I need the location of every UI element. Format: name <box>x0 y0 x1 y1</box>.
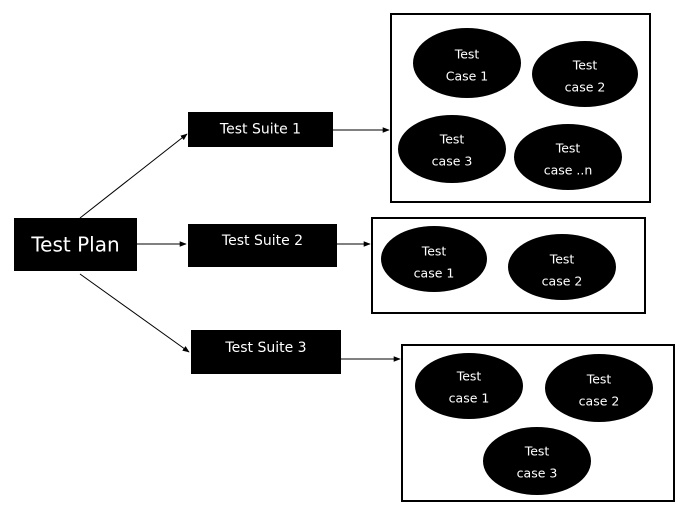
test-plan-label: Test Plan <box>30 233 119 257</box>
test-case-ellipse <box>483 427 591 495</box>
test-case-label-line1: Test <box>549 252 575 267</box>
test-case-label-line2: case 1 <box>449 391 490 406</box>
test-case-ellipse <box>381 226 487 292</box>
edge-plan-to-suite-1 <box>79 133 188 219</box>
test-case-label-line2: case 2 <box>579 394 620 409</box>
suite-3-test-case-2: Test case 2 <box>545 354 653 422</box>
test-case-label-line1: Test <box>439 132 465 147</box>
test-case-label-line2: case 2 <box>542 274 583 289</box>
test-case-label-line2: Case 1 <box>446 69 489 84</box>
test-case-ellipse <box>413 28 521 98</box>
test-suite-2-label: Test Suite 2 <box>221 233 303 249</box>
test-suite-3-box <box>191 330 341 374</box>
test-suite-2-box <box>188 224 337 267</box>
test-case-label-line1: Test <box>555 141 581 156</box>
test-case-label-line1: Test <box>421 244 447 259</box>
suite-1-test-case-2: Test case 2 <box>532 41 638 107</box>
test-suite-3-node: Test Suite 3 <box>191 330 341 374</box>
test-case-label-line2: case 1 <box>414 266 455 281</box>
test-case-ellipse <box>398 115 506 183</box>
suite-1-test-case-n: Test case ..n <box>514 124 622 190</box>
test-suite-2-node: Test Suite 2 <box>188 224 337 267</box>
test-case-label-line2: case ..n <box>544 163 593 178</box>
test-case-label-line1: Test <box>456 369 482 384</box>
suite-2-test-case-1: Test case 1 <box>381 226 487 292</box>
test-case-label-line2: case 3 <box>432 154 473 169</box>
test-case-label-line1: Test <box>454 47 480 62</box>
test-suite-1-node: Test Suite 1 <box>188 112 333 147</box>
edge-plan-to-suite-3 <box>79 273 190 353</box>
test-suite-1-label: Test Suite 1 <box>219 122 301 138</box>
test-case-ellipse <box>532 41 638 107</box>
suite-1-test-case-1: Test Case 1 <box>413 28 521 98</box>
test-case-label-line1: Test <box>586 372 612 387</box>
test-plan-box <box>14 218 137 271</box>
test-case-label-line2: case 3 <box>517 466 558 481</box>
test-case-ellipse <box>508 234 616 300</box>
test-case-label-line2: case 2 <box>565 80 606 95</box>
test-case-label-line1: Test <box>572 58 598 73</box>
suite-1-test-case-3: Test case 3 <box>398 115 506 183</box>
suite-3-test-case-1: Test case 1 <box>415 353 523 419</box>
test-case-ellipse <box>545 354 653 422</box>
test-plan-node: Test Plan <box>14 218 137 271</box>
test-suite-1-box <box>188 112 333 147</box>
test-case-ellipse <box>514 124 622 190</box>
suite-2-test-case-2: Test case 2 <box>508 234 616 300</box>
test-suite-3-label: Test Suite 3 <box>224 340 306 356</box>
test-case-label-line1: Test <box>524 444 550 459</box>
suite-3-test-case-3: Test case 3 <box>483 427 591 495</box>
test-case-ellipse <box>415 353 523 419</box>
